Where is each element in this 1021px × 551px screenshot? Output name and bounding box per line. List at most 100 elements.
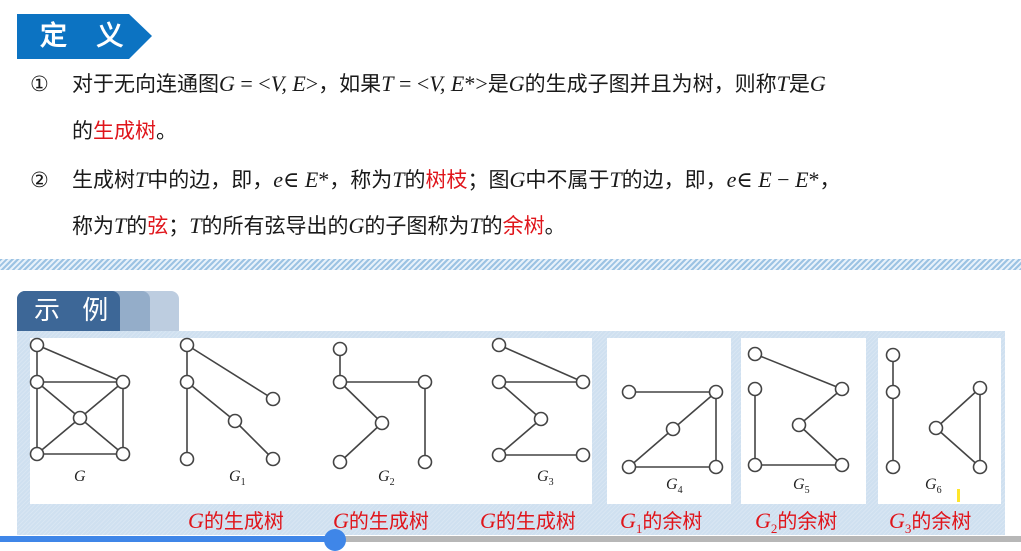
graph-vertex [834, 381, 850, 397]
graph-label: G6 [925, 476, 942, 497]
graph-vertex [708, 459, 724, 475]
graph-vertex [621, 384, 637, 400]
graph-g3 [491, 337, 591, 463]
graph-vertex [179, 451, 195, 467]
graph-edge [498, 381, 542, 420]
item-number: ② [30, 168, 49, 192]
highlighted-term: 余树 [502, 214, 545, 238]
graph-vertex [332, 341, 348, 357]
progress-scrubber-handle[interactable] [323, 529, 346, 551]
graph-edge [79, 417, 124, 455]
definition-item-2: ② 生成树T中的边，即，e∈ E*，称为T的树枝；图G中不属于T的边，即，e∈ E… [30, 167, 841, 193]
graph-vertex [747, 346, 763, 362]
graph-vertex [972, 459, 988, 475]
graph-edge [339, 422, 383, 463]
graph-label: G [74, 468, 86, 485]
graph-edge [79, 381, 124, 419]
graph-caption: G3的余树 [889, 508, 972, 536]
graph-edge [628, 428, 674, 468]
graph-vertex [708, 384, 724, 400]
graph-edge [339, 381, 383, 424]
item-2-line-2: 称为T的弦；T的所有弦导出的G的子图称为T的余树。 [72, 213, 566, 239]
graph-vertex [179, 374, 195, 390]
graph-vertex [491, 374, 507, 390]
definition-item-1: ① 对于无向连通图G = <V, E>，如果T = <V, E*>是G的生成子图并… [30, 71, 826, 97]
graph-vertex [791, 417, 807, 433]
graph-edge [36, 344, 124, 383]
graph-vertex [332, 454, 348, 470]
graph-vertex [972, 380, 988, 396]
graph-caption: G1的余树 [620, 508, 703, 536]
graph-vertex [72, 410, 88, 426]
item-2-line-1: 生成树T中的边，即，e∈ E*，称为T的树枝；图G中不属于T的边，即，e∈ E … [72, 167, 841, 193]
graph-edge [754, 353, 843, 390]
graph-edge [498, 418, 542, 456]
graph-card [607, 338, 731, 504]
graph-edge [186, 381, 236, 422]
cursor-marker [957, 489, 960, 502]
graph-vertex [417, 374, 433, 390]
graph-g [29, 337, 131, 462]
example-tag: 示 例 [17, 291, 120, 331]
graph-vertex [491, 337, 507, 353]
graph-vertex [115, 446, 131, 462]
definition-item-1-cont: 的生成树。 [72, 119, 177, 143]
graph-vertex [265, 451, 281, 467]
graph-vertex [575, 374, 591, 390]
highlighted-term: 弦 [147, 214, 169, 238]
item-number: ① [30, 72, 49, 96]
graph-g2 [332, 341, 433, 470]
term-spanning-tree: 生成树 [93, 119, 156, 143]
graph-edge [935, 387, 981, 429]
graph-edge [672, 391, 717, 430]
graph-edge [36, 381, 81, 419]
graph-edge [798, 388, 843, 426]
graph-label: G1 [229, 468, 246, 489]
graph-g6 [885, 347, 988, 475]
graph-label: G2 [378, 468, 395, 489]
graph-vertex [747, 457, 763, 473]
graph-g4 [621, 384, 724, 475]
graph-g1 [179, 337, 281, 467]
graph-label: G5 [793, 476, 810, 497]
graph-vertex [533, 411, 549, 427]
graph-vertex [265, 391, 281, 407]
graph-vertex [29, 446, 45, 462]
hatched-divider [0, 259, 1021, 270]
definition-tag: 定 义 [17, 14, 152, 59]
graph-edge [498, 344, 584, 383]
definition-item-2-cont: 称为T的弦；T的所有弦导出的G的子图称为T的余树。 [30, 213, 566, 239]
graph-vertex [834, 457, 850, 473]
progress-track[interactable] [0, 536, 1021, 542]
graph-vertex [374, 415, 390, 431]
graph-vertex [115, 374, 131, 390]
graph-caption: G的生成树 [480, 508, 576, 533]
graph-edge [36, 417, 81, 455]
item-1-line-1: 对于无向连通图G = <V, E>，如果T = <V, E*>是G的生成子图并且… [72, 71, 826, 97]
graph-edge [186, 344, 274, 400]
graph-vertex [417, 454, 433, 470]
graph-vertex [332, 374, 348, 390]
graph-edge [234, 420, 274, 460]
graph-label: G4 [666, 476, 683, 497]
graph-vertex [885, 347, 901, 363]
graph-vertex [747, 381, 763, 397]
graph-vertex [227, 413, 243, 429]
graph-caption: G的生成树 [188, 508, 284, 533]
graph-vertex [665, 421, 681, 437]
highlighted-term: 树枝 [425, 168, 468, 192]
graph-vertex [29, 337, 45, 353]
graph-vertex [885, 384, 901, 400]
graph-caption: G的生成树 [333, 508, 429, 533]
graph-vertex [885, 459, 901, 475]
graph-edge [935, 427, 981, 468]
progress-fill[interactable] [0, 536, 337, 542]
graph-vertex [491, 447, 507, 463]
graph-vertex [179, 337, 195, 353]
graph-g5 [747, 346, 850, 473]
graph-vertex [621, 459, 637, 475]
graph-label: G3 [537, 468, 554, 489]
graph-edge [798, 424, 843, 466]
graph-caption: G2的余树 [755, 508, 838, 536]
